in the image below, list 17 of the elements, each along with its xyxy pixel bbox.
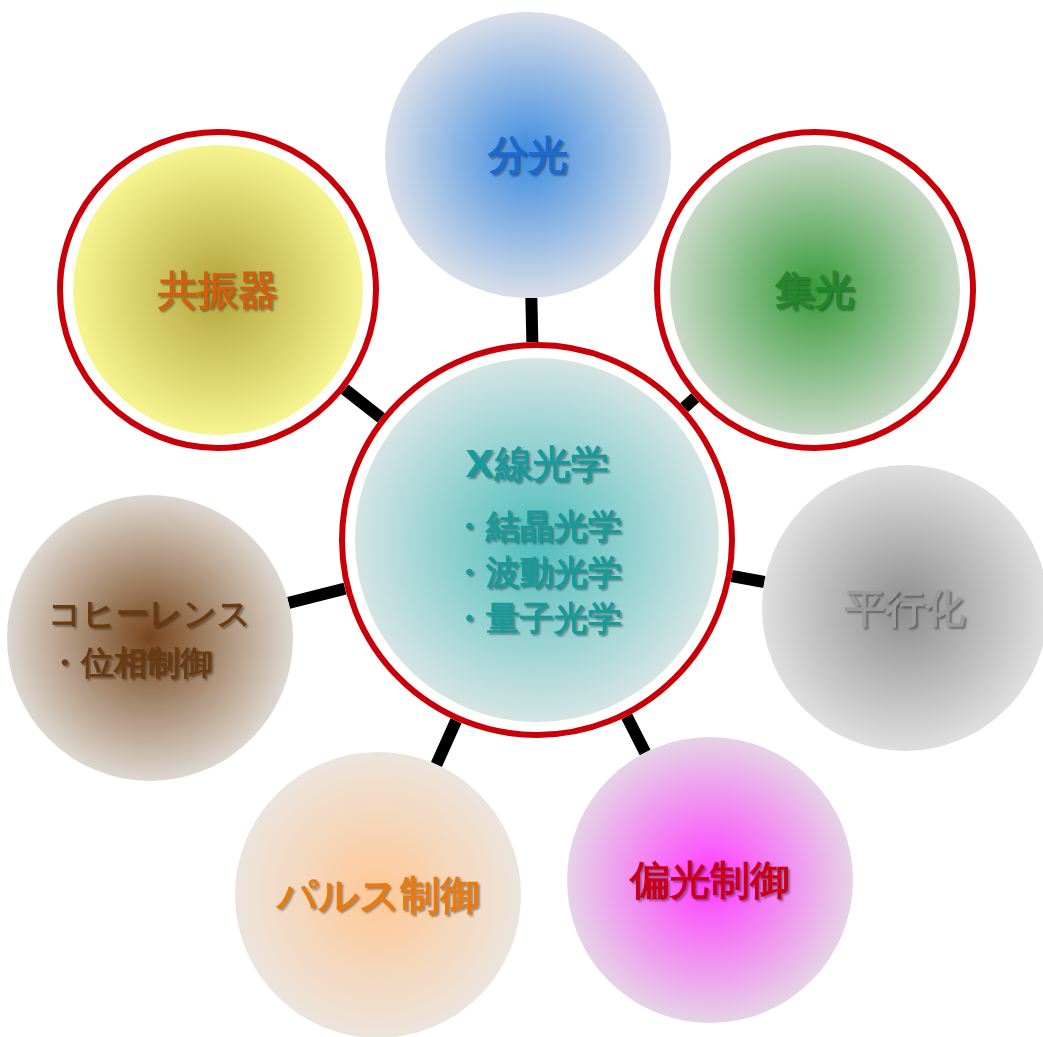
subtopic-label: ・量子光学 — [452, 596, 622, 640]
topic-label: コヒーレンス・位相制御 — [47, 592, 252, 684]
connector-line — [430, 718, 462, 767]
connector-line — [341, 384, 385, 423]
connector-line — [525, 297, 539, 343]
connector-line — [680, 393, 700, 413]
topic-label: 分光 — [488, 130, 568, 180]
topic-label: 共振器 — [158, 265, 278, 315]
connector-line — [730, 570, 766, 588]
connector-line — [621, 713, 651, 756]
subtopic-label: ・波動光学 — [452, 550, 622, 594]
connector-line — [287, 582, 347, 609]
subtopic-label: ・結晶光学 — [452, 504, 622, 548]
topic-label: 偏光制御 — [630, 855, 790, 905]
topic-label: X線光学 — [465, 440, 609, 488]
topic-label: パルス制御 — [276, 870, 480, 920]
topic-label: 集光 — [775, 265, 855, 315]
